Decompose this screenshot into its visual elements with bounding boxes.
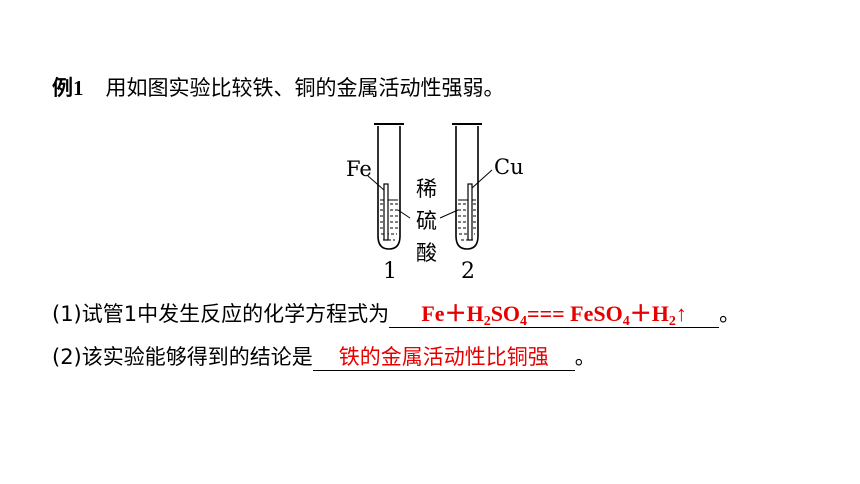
test-tube-2 — [452, 123, 482, 250]
fe-label: Fe — [346, 157, 372, 181]
eq-sub: 4 — [622, 314, 630, 329]
eq-part: Fe＋H — [421, 301, 484, 326]
copper-strip — [467, 183, 473, 241]
eq-sub: 2 — [668, 314, 676, 329]
tube-2-number: 2 — [461, 259, 475, 284]
question-1-suffix: 。 — [719, 302, 741, 326]
acid-char-1: 稀 — [416, 177, 437, 201]
gas-arrow-icon: ↑ — [675, 301, 687, 326]
question-1-prefix: (1)试管1中发生反应的化学方程式为 — [52, 302, 390, 326]
example-text: 用如图实验比较铁、铜的金属活动性强弱。 — [105, 76, 505, 100]
question-2-suffix: 。 — [574, 345, 596, 369]
question-1-answer: Fe＋H2SO4=== FeSO4＋H2↑ — [389, 301, 720, 329]
example-statement: 例1 用如图实验比较铁、铜的金属活动性强弱。 — [52, 72, 505, 102]
eq-part: === FeSO — [527, 301, 623, 326]
eq-sub: 2 — [483, 314, 491, 329]
eq-sub: 4 — [520, 314, 528, 329]
tube-1-number: 1 — [383, 259, 397, 284]
eq-part: SO — [490, 301, 521, 326]
acid-char-2: 硫 — [416, 209, 437, 233]
test-tube-1 — [374, 123, 404, 250]
cu-label: Cu — [494, 155, 524, 179]
iron-strip — [383, 183, 389, 241]
acid-char-3: 酸 — [416, 241, 437, 265]
question-2-prefix: (2)该实验能够得到的结论是 — [52, 345, 313, 369]
eq-part: ＋H — [629, 301, 669, 326]
test-tube-diagram: Fe Cu 稀 硫 酸 1 2 — [346, 123, 524, 284]
example-label: 例1 — [52, 76, 84, 100]
question-2: (2)该实验能够得到的结论是铁的金属活动性比铜强。 — [52, 341, 596, 371]
question-2-answer: 铁的金属活动性比铜强 — [312, 344, 575, 371]
